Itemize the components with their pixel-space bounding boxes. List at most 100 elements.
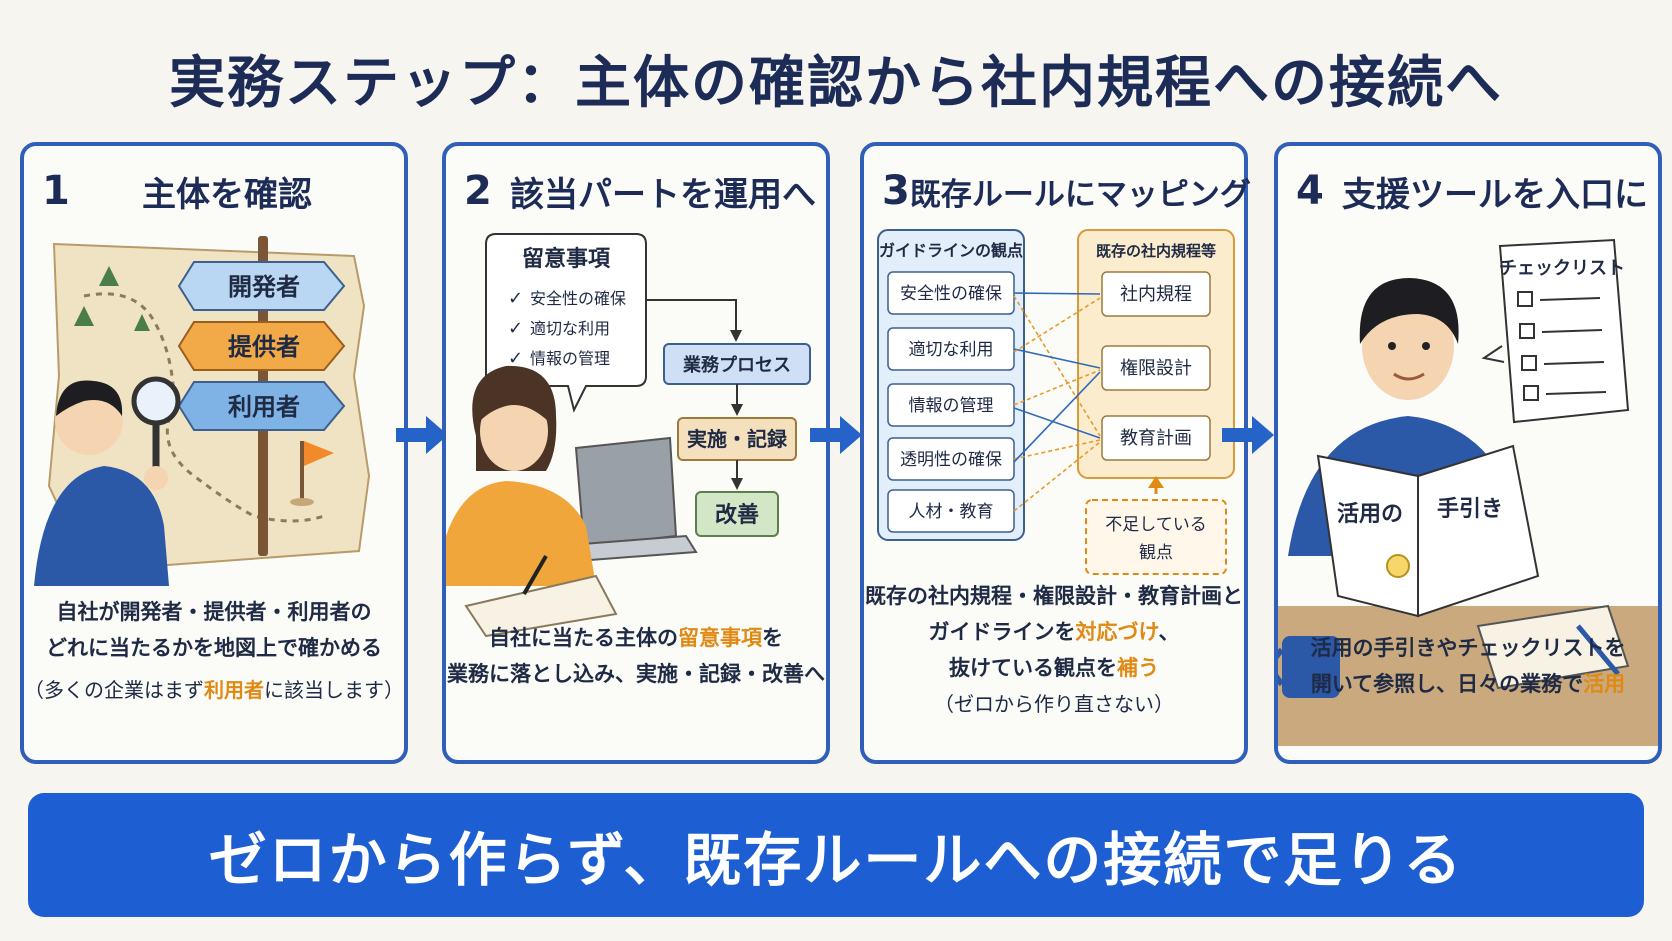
step-caption-4: 活用の手引きやチェックリストを 開いて参照し、日々の業務で活用 (1278, 630, 1658, 702)
caption-text: 開いて参照し、日々の業務で (1310, 672, 1584, 696)
svg-text:不足している: 不足している (1105, 515, 1207, 535)
guideline-item: 情報の管理 (887, 383, 1015, 427)
svg-text:開発者: 開発者 (228, 273, 300, 301)
step-panel-3: 3 既存ルールにマッピング ガイドラインの観点 安全性の確保 適切な利用 情報の… (860, 142, 1251, 764)
step-header-2: 2 該当パートを運用へ (464, 166, 816, 216)
step-caption-1: 自社が開発者・提供者・利用者の どれに当たるかを地図上で確かめる （多くの企業は… (24, 594, 404, 708)
sign-developer: 開発者 (177, 261, 346, 311)
step-number: 3 (882, 168, 910, 214)
svg-text:社内規程: 社内規程 (1120, 284, 1192, 305)
check-icon: ✓ (508, 288, 523, 309)
step-panel-1: 1 主体を確認 開発者 提供者 利用者 (20, 142, 408, 764)
guideline-item: 適切な利用 (887, 327, 1015, 371)
arrow-right-icon (396, 416, 448, 454)
arrow-right-icon (1222, 416, 1274, 454)
caption-note: （多くの企業はまず利用者に該当します） (24, 672, 404, 708)
caption-text: 抜けている観点を (949, 656, 1117, 680)
person-with-magnifier (34, 376, 181, 586)
caption-note: （ゼロから作り直さない） (934, 692, 1174, 716)
caption-text: ガイドラインを (928, 620, 1076, 644)
svg-text:安全性の確保: 安全性の確保 (530, 289, 626, 308)
caption-text: 自社に当たる主体の (489, 626, 678, 650)
step-title: 主体を確認 (142, 174, 312, 215)
svg-text:適切な利用: 適切な利用 (909, 340, 994, 360)
caption-line: どれに当たるかを地図上で確かめる (46, 636, 382, 660)
step-caption-3: 既存の社内規程・権限設計・教育計画と ガイドラインを対応づけ、 抜けている観点を… (864, 578, 1244, 722)
note-text: （多くの企業はまず (24, 678, 204, 702)
pen-icon (522, 554, 548, 596)
svg-text:権限設計: 権限設計 (1120, 358, 1192, 379)
caption-line: 自社が開発者・提供者・利用者の (56, 600, 372, 624)
checkbox-icon (1517, 291, 1607, 401)
step-number: 2 (464, 168, 492, 214)
arrow-right-icon (810, 416, 862, 454)
highlight-text: 対応づけ (1075, 620, 1159, 644)
caption-line: 既存の社内規程・権限設計・教育計画と (865, 584, 1243, 608)
caption-text: を (762, 626, 783, 650)
svg-text:活用の: 活用の (1337, 502, 1403, 527)
svg-text:手引き: 手引き (1437, 497, 1503, 522)
caption-line: 抜けている観点を補う (864, 650, 1244, 686)
caption-line: 自社に当たる主体の留意事項を (446, 620, 826, 656)
check-icon: ✓ (508, 318, 523, 339)
step-title: 支援ツールを入口に (1342, 174, 1648, 215)
checklist-card: チェックリスト (1481, 238, 1630, 424)
step-number: 1 (42, 168, 70, 214)
mapping-illustration: ガイドラインの観点 安全性の確保 適切な利用 情報の管理 透明性の確保 人材・教… (877, 229, 1235, 575)
highlight-text: 補う (1117, 656, 1159, 680)
laptop-icon (554, 436, 698, 564)
step-header-4: 4 支援ツールを入口に (1296, 166, 1648, 216)
gap-box: 不足している 観点 (1085, 499, 1227, 575)
map-signpost-illustration: 開発者 提供者 利用者 (34, 236, 371, 586)
highlight-text: 利用者 (204, 678, 264, 702)
svg-text:安全性の確保: 安全性の確保 (900, 284, 1002, 304)
svg-text:透明性の確保: 透明性の確保 (900, 450, 1002, 470)
rule-item: 社内規程 (1101, 271, 1211, 317)
magnifier-icon (131, 376, 181, 426)
step-header-1: 1 主体を確認 (42, 166, 394, 216)
summary-banner: ゼロから作らず、既存ルールへの接続で足りる (28, 793, 1644, 917)
step-panel-4: 4 支援ツールを入口に チェックリスト 活用の (1274, 142, 1662, 764)
svg-text:人材・教育: 人材・教育 (909, 502, 994, 522)
step-title: 該当パートを運用へ (510, 174, 816, 215)
step-caption-2: 自社に当たる主体の留意事項を 業務に落とし込み、実施・記録・改善へ (446, 620, 826, 692)
check-icon: ✓ (508, 348, 523, 369)
step-title: 既存ルールにマッピング (909, 176, 1251, 213)
step-panel-2: 2 該当パートを運用へ 留意事項 ✓ 安全性の確保 ✓ 適切な利用 ✓ 情報の管… (442, 142, 830, 764)
flag-icon (290, 441, 334, 506)
flow-box-execute: 実施・記録 (677, 417, 797, 461)
caption-line: 業務に落とし込み、実施・記録・改善へ (447, 662, 825, 686)
caption-line: ガイドラインを対応づけ、 (864, 614, 1244, 650)
flow-box-process: 業務プロセス (663, 343, 811, 385)
operation-illustration: 留意事項 ✓ 安全性の確保 ✓ 適切な利用 ✓ 情報の管理 業務プロセス 実施・… (446, 233, 811, 638)
highlight-text: 活用 (1583, 672, 1626, 696)
svg-text:情報の管理: 情報の管理 (909, 396, 994, 416)
tree-icon (74, 266, 150, 331)
highlight-text: 留意事項 (678, 626, 762, 650)
guideline-header: ガイドラインの観点 (879, 241, 1023, 260)
caption-line: 活用の手引きやチェックリストを (1310, 636, 1626, 660)
svg-text:業務プロセス: 業務プロセス (682, 354, 791, 376)
lightbulb-icon (1386, 554, 1410, 578)
guide-reading-illustration: チェックリスト 活用の 手引き (1278, 238, 1658, 746)
mug-icon (1278, 636, 1340, 698)
step-header-3: 3 既存ルールにマッピング (882, 166, 1251, 216)
sign-provider: 提供者 (177, 321, 346, 371)
svg-text:実施・記録: 実施・記録 (687, 427, 788, 451)
pen-icon (1576, 624, 1620, 676)
svg-text:留意事項: 留意事項 (522, 246, 611, 272)
flow-box-improve: 改善 (695, 491, 779, 537)
rule-item: 権限設計 (1101, 345, 1211, 391)
svg-text:提供者: 提供者 (228, 333, 300, 361)
rule-item: 教育計画 (1101, 415, 1211, 461)
sign-user: 利用者 (177, 381, 346, 431)
woman-writing (446, 365, 618, 638)
svg-text:チェックリスト: チェックリスト (1499, 258, 1625, 279)
guideline-item: 安全性の確保 (887, 271, 1015, 315)
guideline-item: 透明性の確保 (887, 437, 1015, 481)
speech-bubble: 留意事項 ✓ 安全性の確保 ✓ 適切な利用 ✓ 情報の管理 (485, 233, 647, 413)
svg-text:利用者: 利用者 (228, 393, 300, 421)
note-text: に該当します） (264, 678, 404, 702)
guideline-item: 人材・教育 (887, 489, 1015, 533)
rules-header: 既存の社内規程等 (1096, 242, 1216, 260)
